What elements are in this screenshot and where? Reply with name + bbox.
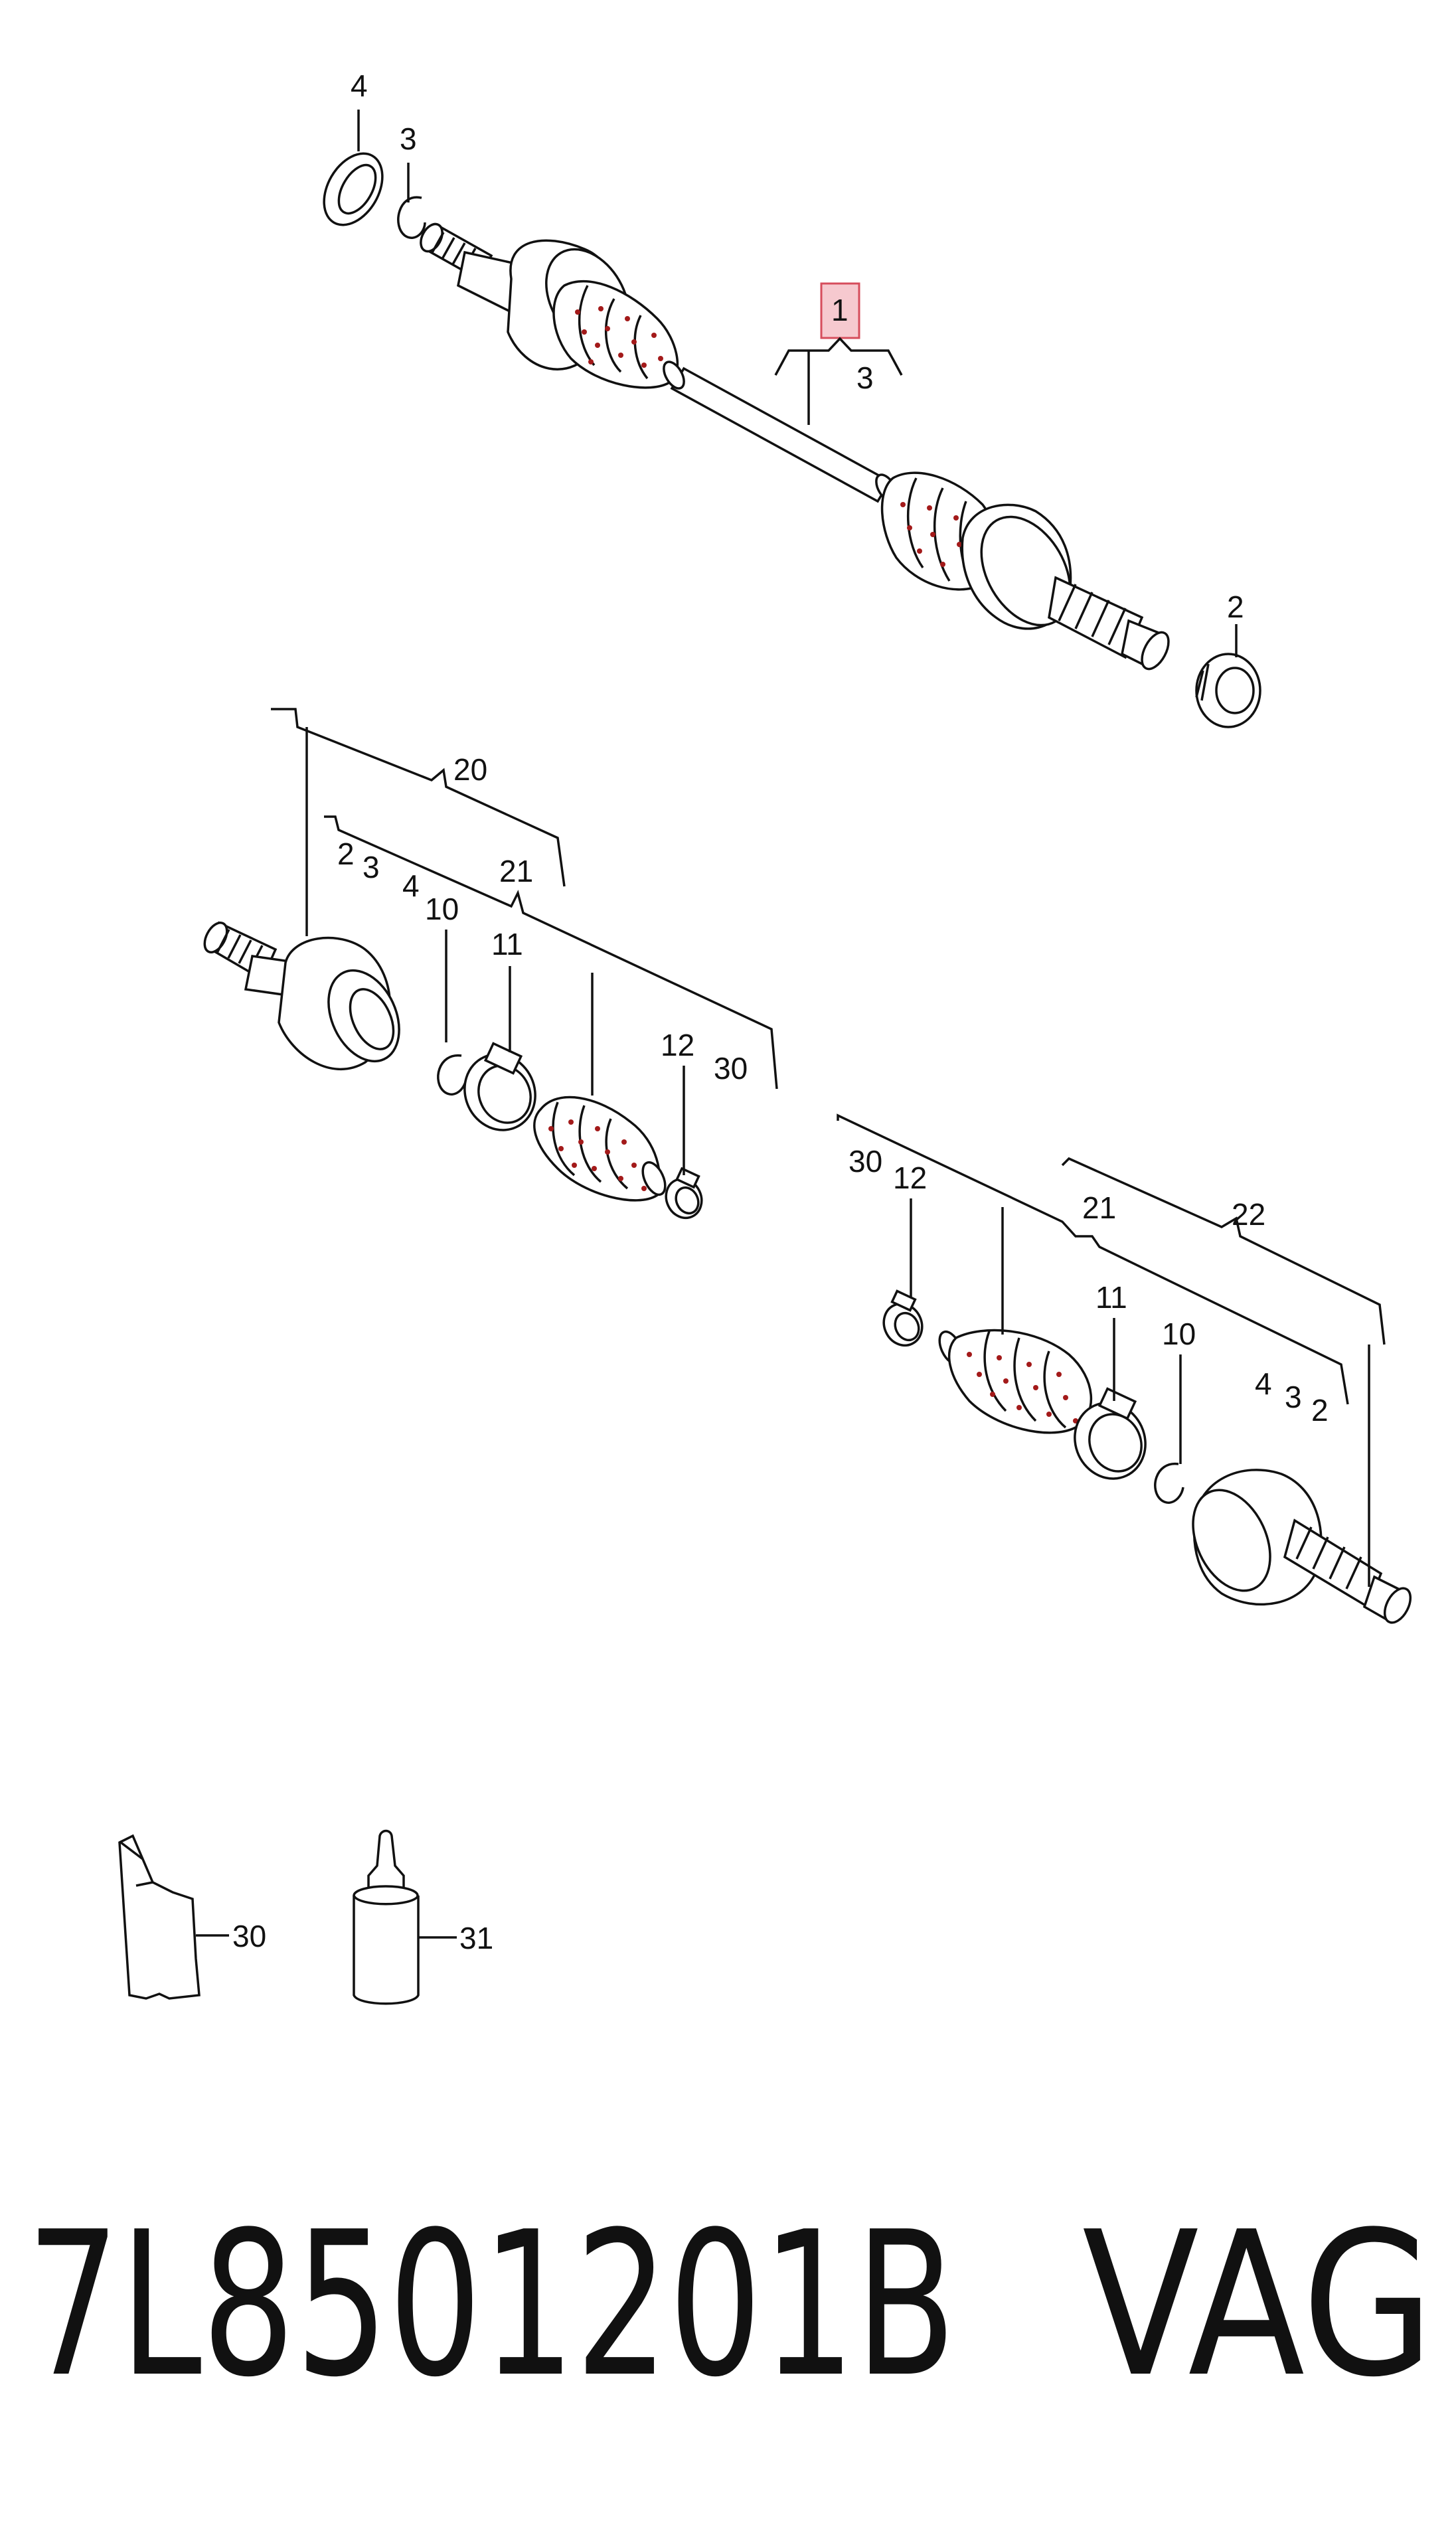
grease-tube-part-30 xyxy=(118,1834,201,2000)
label-top-2: 2 xyxy=(1227,590,1244,624)
label-left-20: 20 xyxy=(453,752,487,787)
right-small-clamp-part-12 xyxy=(882,1289,924,1347)
sealant-bottle-part-31 xyxy=(353,1829,420,2005)
label-bottom-31: 31 xyxy=(459,1921,493,1955)
right-clamp-part-11 xyxy=(1074,1387,1147,1480)
label-left-3: 3 xyxy=(363,850,380,884)
label-left-30: 30 xyxy=(714,1051,748,1086)
label-right-30: 30 xyxy=(849,1144,882,1179)
left-stub xyxy=(420,222,526,314)
left-clamp-part-11 xyxy=(463,1042,536,1131)
label-right-10: 10 xyxy=(1162,1317,1196,1351)
label-left-2: 2 xyxy=(337,837,355,871)
highlight-callout-1 xyxy=(820,282,860,339)
label-top-1: 1 xyxy=(831,293,849,327)
right-stub xyxy=(1048,576,1170,671)
label-top-4: 4 xyxy=(351,68,368,103)
part-number-text: 7L8501201B xyxy=(27,2189,956,2421)
label-right-2: 2 xyxy=(1311,1393,1329,1427)
label-top-3b: 3 xyxy=(856,361,874,395)
label-bottom-30: 30 xyxy=(232,1919,266,1953)
label-left-4: 4 xyxy=(402,868,420,903)
nut-part-2 xyxy=(1195,653,1261,728)
label-right-12: 12 xyxy=(893,1161,927,1195)
left-boot-part-21 xyxy=(533,1096,667,1202)
right-outer-joint-assembly xyxy=(1192,1469,1412,1624)
left-outer-joint-assembly xyxy=(203,921,400,1070)
label-right-4: 4 xyxy=(1255,1366,1272,1401)
left-circlip-part-10 xyxy=(437,1054,467,1096)
label-left-12: 12 xyxy=(661,1028,694,1062)
label-right-3: 3 xyxy=(1285,1380,1302,1414)
brand-text: VAG xyxy=(1082,2189,1434,2421)
label-left-11: 11 xyxy=(491,927,523,961)
right-cv-housing xyxy=(961,503,1072,630)
label-right-11: 11 xyxy=(1095,1280,1127,1315)
right-circlip-part-10 xyxy=(1154,1463,1184,1504)
right-boot-part-21 xyxy=(938,1329,1093,1434)
circlip-part-3-top xyxy=(397,196,426,239)
left-small-clamp-part-12 xyxy=(665,1167,703,1220)
seal-ring-part-4 xyxy=(323,152,384,226)
complete-drive-shaft xyxy=(420,222,1170,671)
label-left-21: 21 xyxy=(499,854,533,888)
label-right-22: 22 xyxy=(1232,1197,1265,1232)
label-right-21: 21 xyxy=(1082,1190,1116,1225)
label-left-10: 10 xyxy=(425,892,459,926)
left-boot xyxy=(552,280,685,390)
label-top-3: 3 xyxy=(400,122,417,156)
